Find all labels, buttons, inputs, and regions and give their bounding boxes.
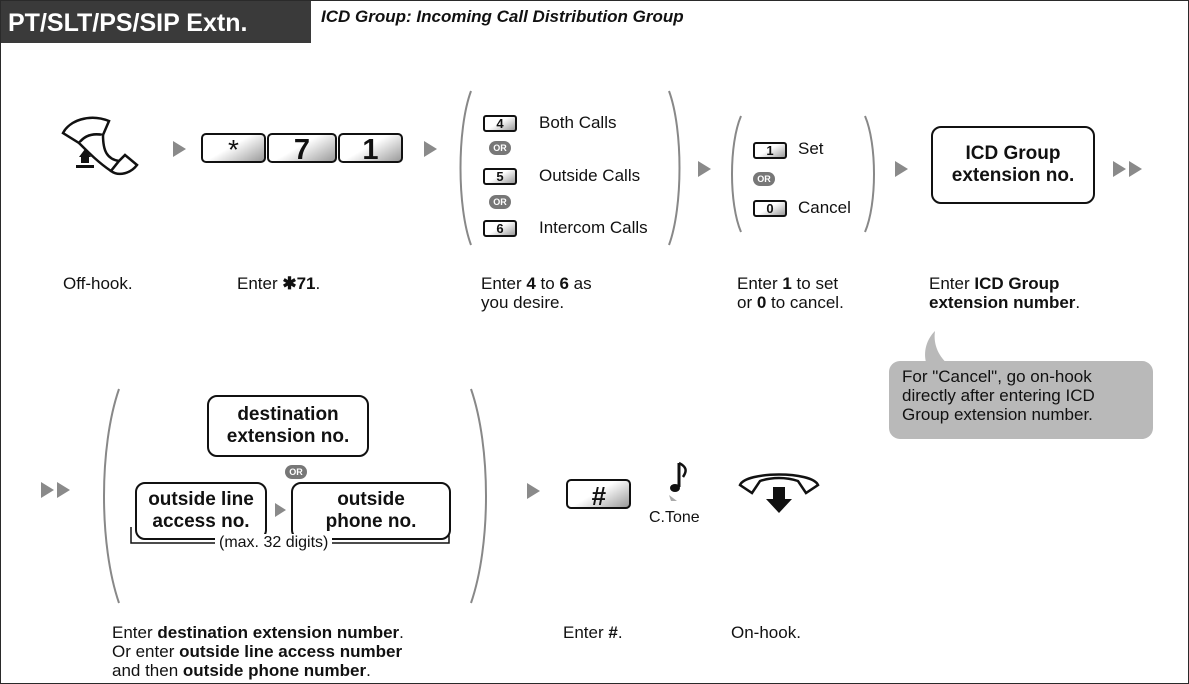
outside-calls-label: Outside Calls <box>539 166 641 185</box>
caption-enter-hash: Enter #. <box>563 623 623 642</box>
callout-pointer <box>925 331 949 365</box>
arrow-inner <box>275 503 286 517</box>
tone-label: C.Tone <box>649 509 700 526</box>
arrow-7 <box>527 483 540 499</box>
outside-line-access-box: outside line access no. <box>135 482 267 540</box>
confirmation-tone-icon <box>669 461 687 501</box>
caption-off-hook: Off-hook. <box>63 274 133 293</box>
arrow-6b <box>57 482 70 498</box>
caption-enter-71: Enter ✱71. <box>237 274 321 293</box>
key-star: * <box>201 133 266 165</box>
or-badge-4: OR <box>285 465 307 479</box>
max-digits-label: (max. 32 digits) <box>215 534 333 552</box>
caption-set-cancel: Enter 1 to set or 0 to cancel. <box>737 274 844 312</box>
key-set-1: 1 <box>753 142 787 159</box>
on-hook-handset-icon <box>738 473 820 513</box>
arrow-4 <box>895 161 908 177</box>
off-hook-handset-icon <box>61 116 139 176</box>
key-hash: # <box>566 479 631 511</box>
icd-group-extension-box: ICD Group extension no. <box>931 126 1095 204</box>
header-subtitle: ICD Group: Incoming Call Distribution Gr… <box>321 7 684 26</box>
both-calls-label: Both Calls <box>539 113 617 132</box>
header-tab: PT/SLT/PS/SIP Extn. <box>1 1 311 43</box>
key-cancel-0: 0 <box>753 200 787 217</box>
or-badge-3: OR <box>753 172 775 186</box>
arrow-5b <box>1129 161 1142 177</box>
key-5: 5 <box>483 168 517 185</box>
arrow-6a <box>41 482 54 498</box>
key-4: 4 <box>483 115 517 132</box>
key-1: 1 <box>338 133 403 165</box>
choice-group-bracket <box>459 90 681 246</box>
key-6: 6 <box>483 220 517 237</box>
intercom-calls-label: Intercom Calls <box>539 218 648 237</box>
cancel-label: Cancel <box>798 198 851 217</box>
outside-phone-box: outside phone no. <box>291 482 451 540</box>
arrow-2 <box>424 141 437 157</box>
key-7: 7 <box>267 133 337 165</box>
caption-on-hook: On-hook. <box>731 623 801 642</box>
caption-icd-group: Enter ICD Group extension number. <box>929 274 1081 312</box>
arrow-1 <box>173 141 186 157</box>
arrow-5a <box>1113 161 1126 177</box>
destination-extension-box: destination extension no. <box>207 395 369 457</box>
cancel-note-callout: For "Cancel", go on-hook directly after … <box>889 361 1153 439</box>
arrow-3 <box>698 161 711 177</box>
set-label: Set <box>798 139 824 158</box>
caption-enter-4-6: Enter 4 to 6 as you desire. <box>481 274 592 312</box>
or-badge-1: OR <box>489 141 511 155</box>
or-badge-2: OR <box>489 195 511 209</box>
set-cancel-bracket <box>731 115 875 233</box>
caption-destination: Enter destination extension number. Or e… <box>112 623 404 680</box>
